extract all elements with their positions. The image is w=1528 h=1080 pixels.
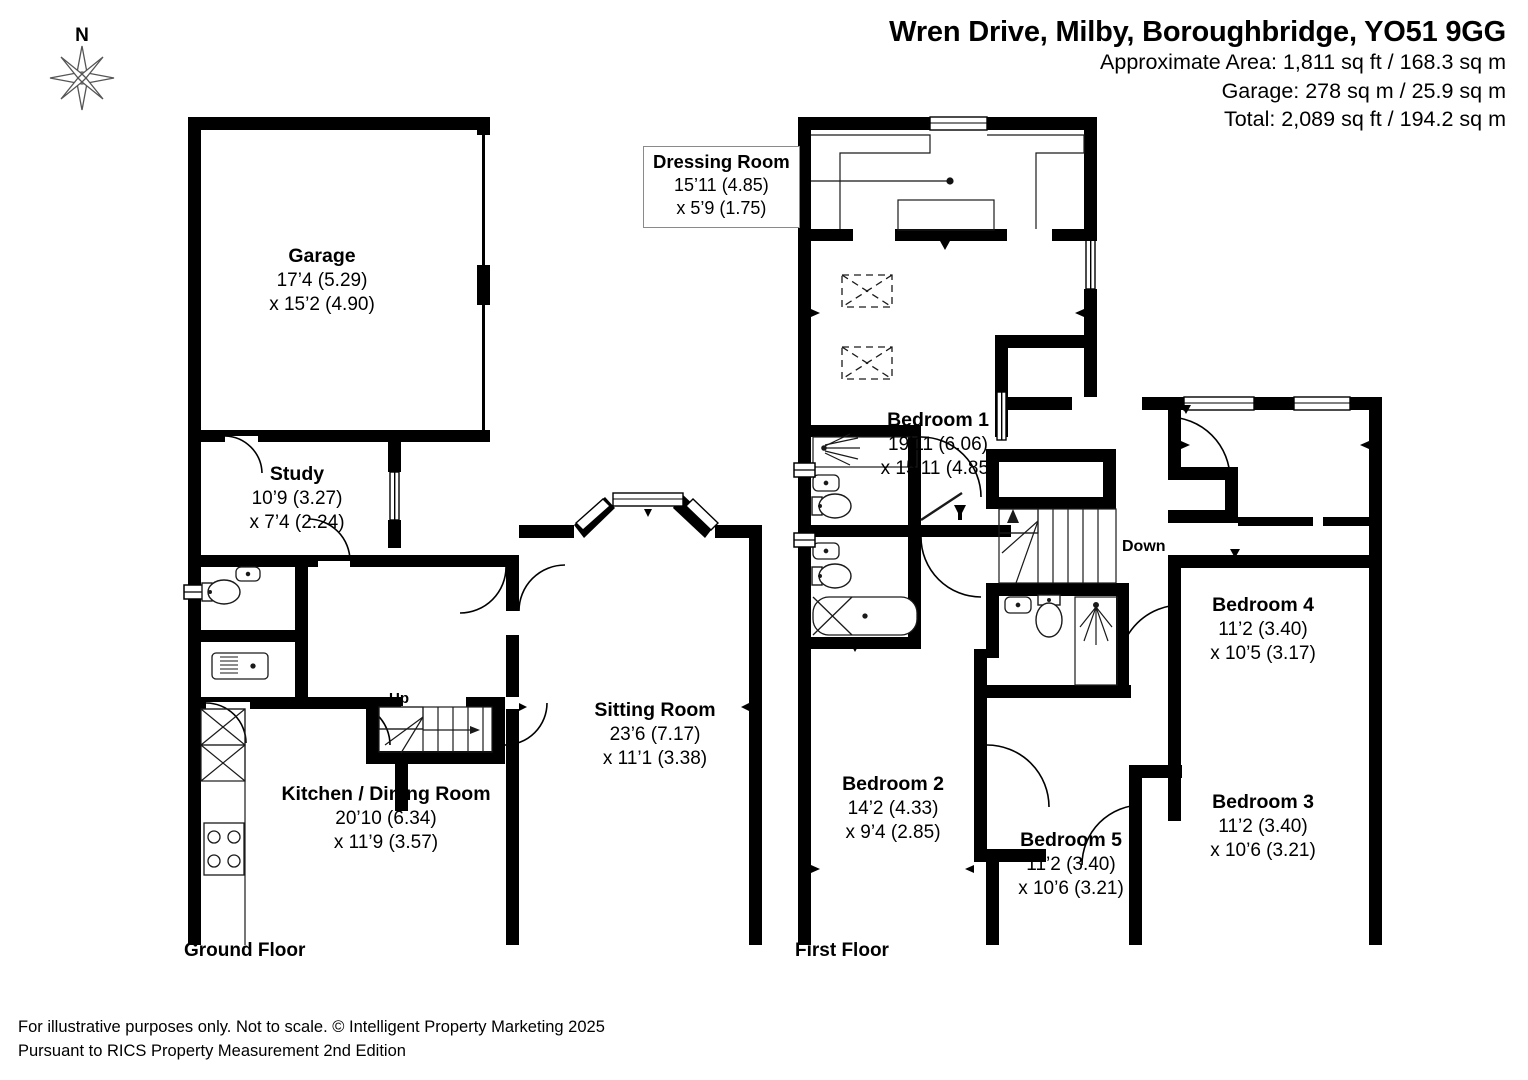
window-tick-dressing — [940, 241, 950, 250]
staircase-up — [378, 706, 493, 754]
toilet-fixture-ensuite2 — [1035, 594, 1063, 638]
wardrobe-bedroom1-upper — [841, 274, 893, 308]
dimension-ticks-bedroom2 — [811, 865, 974, 873]
utility-walls — [188, 642, 308, 709]
basin-fixture-bathroom — [812, 542, 840, 560]
room-label-study: Study 10’9 (3.27) x 7’4 (2.24) — [249, 463, 345, 534]
ground-floor-plan: Up — [183, 117, 762, 945]
compass-north-label: N — [75, 25, 89, 46]
page-title: Wren Drive, Milby, Boroughbridge, YO51 9… — [889, 16, 1506, 48]
sink-fixture-utility — [211, 652, 269, 680]
garage-walls — [188, 117, 490, 442]
window-landing — [996, 391, 1007, 441]
hall-walls — [308, 555, 519, 791]
dimension-ticks-bedroom4 — [1181, 405, 1369, 558]
room-label-sitting-room: Sitting Room 23’6 (7.17) x 11’1 (3.38) — [594, 699, 716, 770]
room-label-garage: Garage 17’4 (5.29) x 15’2 (4.90) — [269, 245, 375, 316]
wardrobe-bedroom1-lower — [841, 346, 893, 380]
toilet-fixture-ensuite1 — [811, 493, 852, 519]
door-tick-landing — [954, 505, 966, 520]
approximate-area-text: Approximate Area: 1,811 sq ft / 168.3 sq… — [1100, 50, 1506, 75]
basin-fixture-ensuite2 — [1004, 596, 1032, 614]
total-area-text: Total: 2,089 sq ft / 194.2 sq m — [1223, 107, 1506, 132]
ground-floor-label: Ground Floor — [184, 940, 306, 961]
header: Wren Drive, Milby, Boroughbridge, YO51 9… — [889, 16, 1506, 134]
door-swing-bedroom2 — [986, 744, 1050, 808]
hob-fixture — [203, 822, 245, 876]
room-label-bedroom-5: Bedroom 5 11’2 (3.40) x 10’6 (3.21) — [1018, 829, 1124, 900]
stair-up-label: Up — [389, 690, 409, 707]
basin-fixture-wc — [235, 566, 261, 582]
toilet-fixture-bathroom — [811, 563, 852, 589]
kitchen-walls — [188, 704, 408, 945]
kitchen-counter — [200, 708, 246, 945]
window-bedroom1-top — [929, 116, 988, 131]
footer-line-2: Pursuant to RICS Property Measurement 2n… — [18, 1042, 406, 1061]
window-tick-bay — [644, 509, 652, 517]
window-bathroom — [793, 532, 816, 548]
room-label-bedroom-3: Bedroom 3 11’2 (3.40) x 10’6 (3.21) — [1210, 791, 1316, 862]
door-swing-bathroom — [920, 536, 982, 598]
door-swing-garage — [224, 435, 263, 474]
door-swing-bedroom3 — [1118, 604, 1182, 668]
window-tick-bathroom — [850, 643, 860, 652]
first-floor-label: First Floor — [795, 940, 889, 961]
study-walls — [188, 442, 506, 567]
toilet-fixture-wc — [201, 579, 241, 605]
door-swing-bedroom4 — [1167, 416, 1231, 480]
bedroom1-walls — [798, 117, 1097, 577]
door-swing-study — [307, 518, 351, 562]
shower-fixture-ensuite2 — [1074, 596, 1118, 686]
footer-disclaimer: For illustrative purposes only. Not to s… — [18, 1016, 605, 1064]
hall-top-walls — [401, 555, 506, 567]
window-bedroom4-top — [1183, 396, 1351, 411]
door-swing-sitting-entry — [518, 564, 566, 612]
shower-fixture-ensuite1 — [812, 433, 918, 468]
garage-area-text: Garage: 278 sq m / 25.9 sq m — [1221, 78, 1506, 103]
door-swing-hall-kitchen — [347, 702, 391, 746]
room-label-bedroom-1: Bedroom 1 19’11 (6.06) x 15’11 (4.85) — [880, 409, 996, 480]
bedroom5-walls — [986, 765, 1142, 945]
bedroom4-walls — [1168, 410, 1382, 568]
room-label-bedroom-2: Bedroom 2 14’2 (4.33) x 9’4 (2.85) — [842, 773, 944, 844]
basin-fixture-ensuite1 — [812, 474, 840, 492]
staircase-down — [998, 508, 1117, 584]
bedroom3-walls — [1142, 568, 1182, 821]
dimension-ticks-bedroom1 — [811, 309, 1084, 317]
window-ensuite1 — [793, 462, 816, 478]
landing-right-walls — [1008, 397, 1382, 945]
dressing-room-wardrobes — [811, 134, 1085, 231]
door-swing-ensuite1 — [920, 436, 982, 498]
stair-down-label: Down — [1122, 538, 1166, 555]
bath-fixture — [812, 596, 918, 636]
door-swing-bedroom5 — [1081, 804, 1143, 866]
compass-rose-icon — [49, 45, 115, 111]
room-label-kitchen-dining: Kitchen / Dining Room 20’10 (6.34) x 11’… — [281, 783, 491, 854]
room-label-bedroom-4: Bedroom 4 11’2 (3.40) x 10’5 (3.17) — [1210, 594, 1316, 665]
footer-line-1: For illustrative purposes only. Not to s… — [18, 1018, 605, 1037]
dimension-ticks-ground — [519, 703, 749, 711]
wc-walls — [188, 567, 308, 642]
compass-rose: N — [22, 18, 142, 138]
door-leaf-landing — [920, 491, 963, 522]
dressing-room-callout: Dressing Room 15’11 (4.85) x 5’9 (1.75) — [643, 146, 800, 228]
first-floor-plan: Down — [793, 116, 1382, 945]
door-swing-hall-entry — [459, 566, 507, 614]
staircase-down-walls — [986, 449, 1126, 596]
window-bay-sitting-room — [574, 492, 720, 531]
